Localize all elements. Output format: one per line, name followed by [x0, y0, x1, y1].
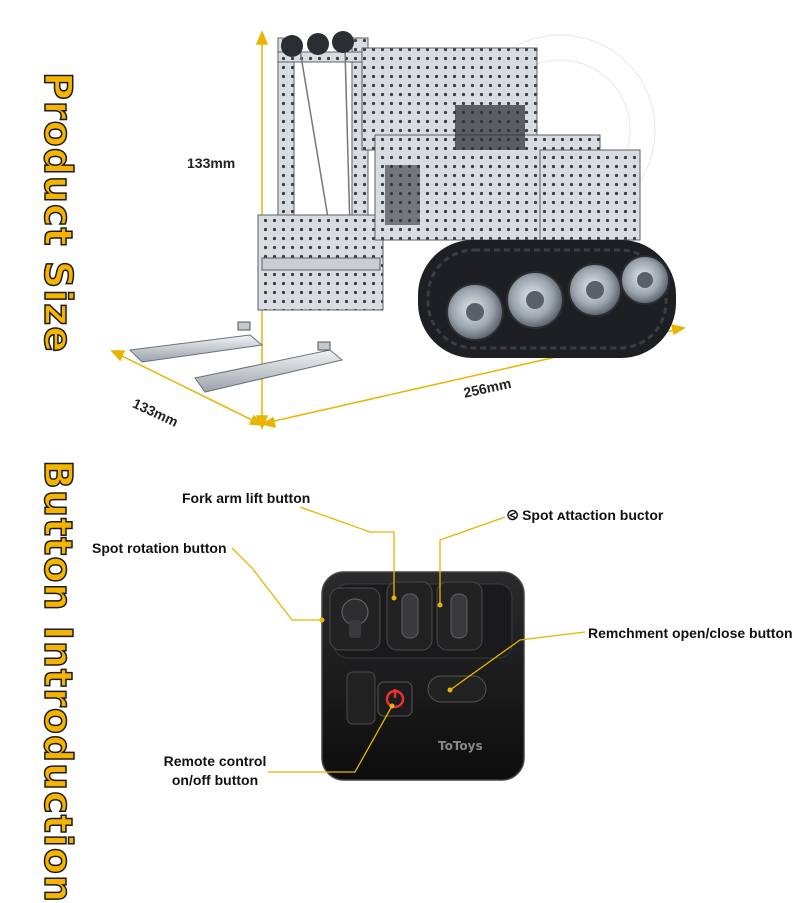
fork-arms — [128, 321, 344, 393]
remote-power-label: Remote control on/off button — [160, 752, 270, 790]
crawler-track — [418, 240, 676, 358]
spot-attachment-text: Spot ᴀttaction buctor — [522, 507, 664, 523]
product-illustration: ToToys — [110, 30, 686, 781]
cab-body — [361, 47, 641, 241]
remote-power-line2: on/off button — [171, 772, 259, 788]
spot-rotation-label: Spot rotation button — [92, 540, 227, 556]
callout-lines — [231, 506, 586, 773]
attachment-open-close-label: Remchment open/close button — [588, 625, 793, 641]
remote-brand-label: ToToys — [438, 739, 483, 753]
carriage — [257, 214, 384, 311]
fork-arm-lift-label: Fork arm lift button — [182, 490, 311, 506]
height-dimension-label: 133mm — [187, 155, 236, 171]
spot-attachment-label: ⧀ Spot ᴀttaction buctor — [507, 507, 663, 524]
remote-power-line1: Remote control — [163, 753, 267, 769]
remote-control: ToToys — [321, 571, 525, 781]
spot-attachment-icon: ⧀ — [507, 507, 519, 523]
